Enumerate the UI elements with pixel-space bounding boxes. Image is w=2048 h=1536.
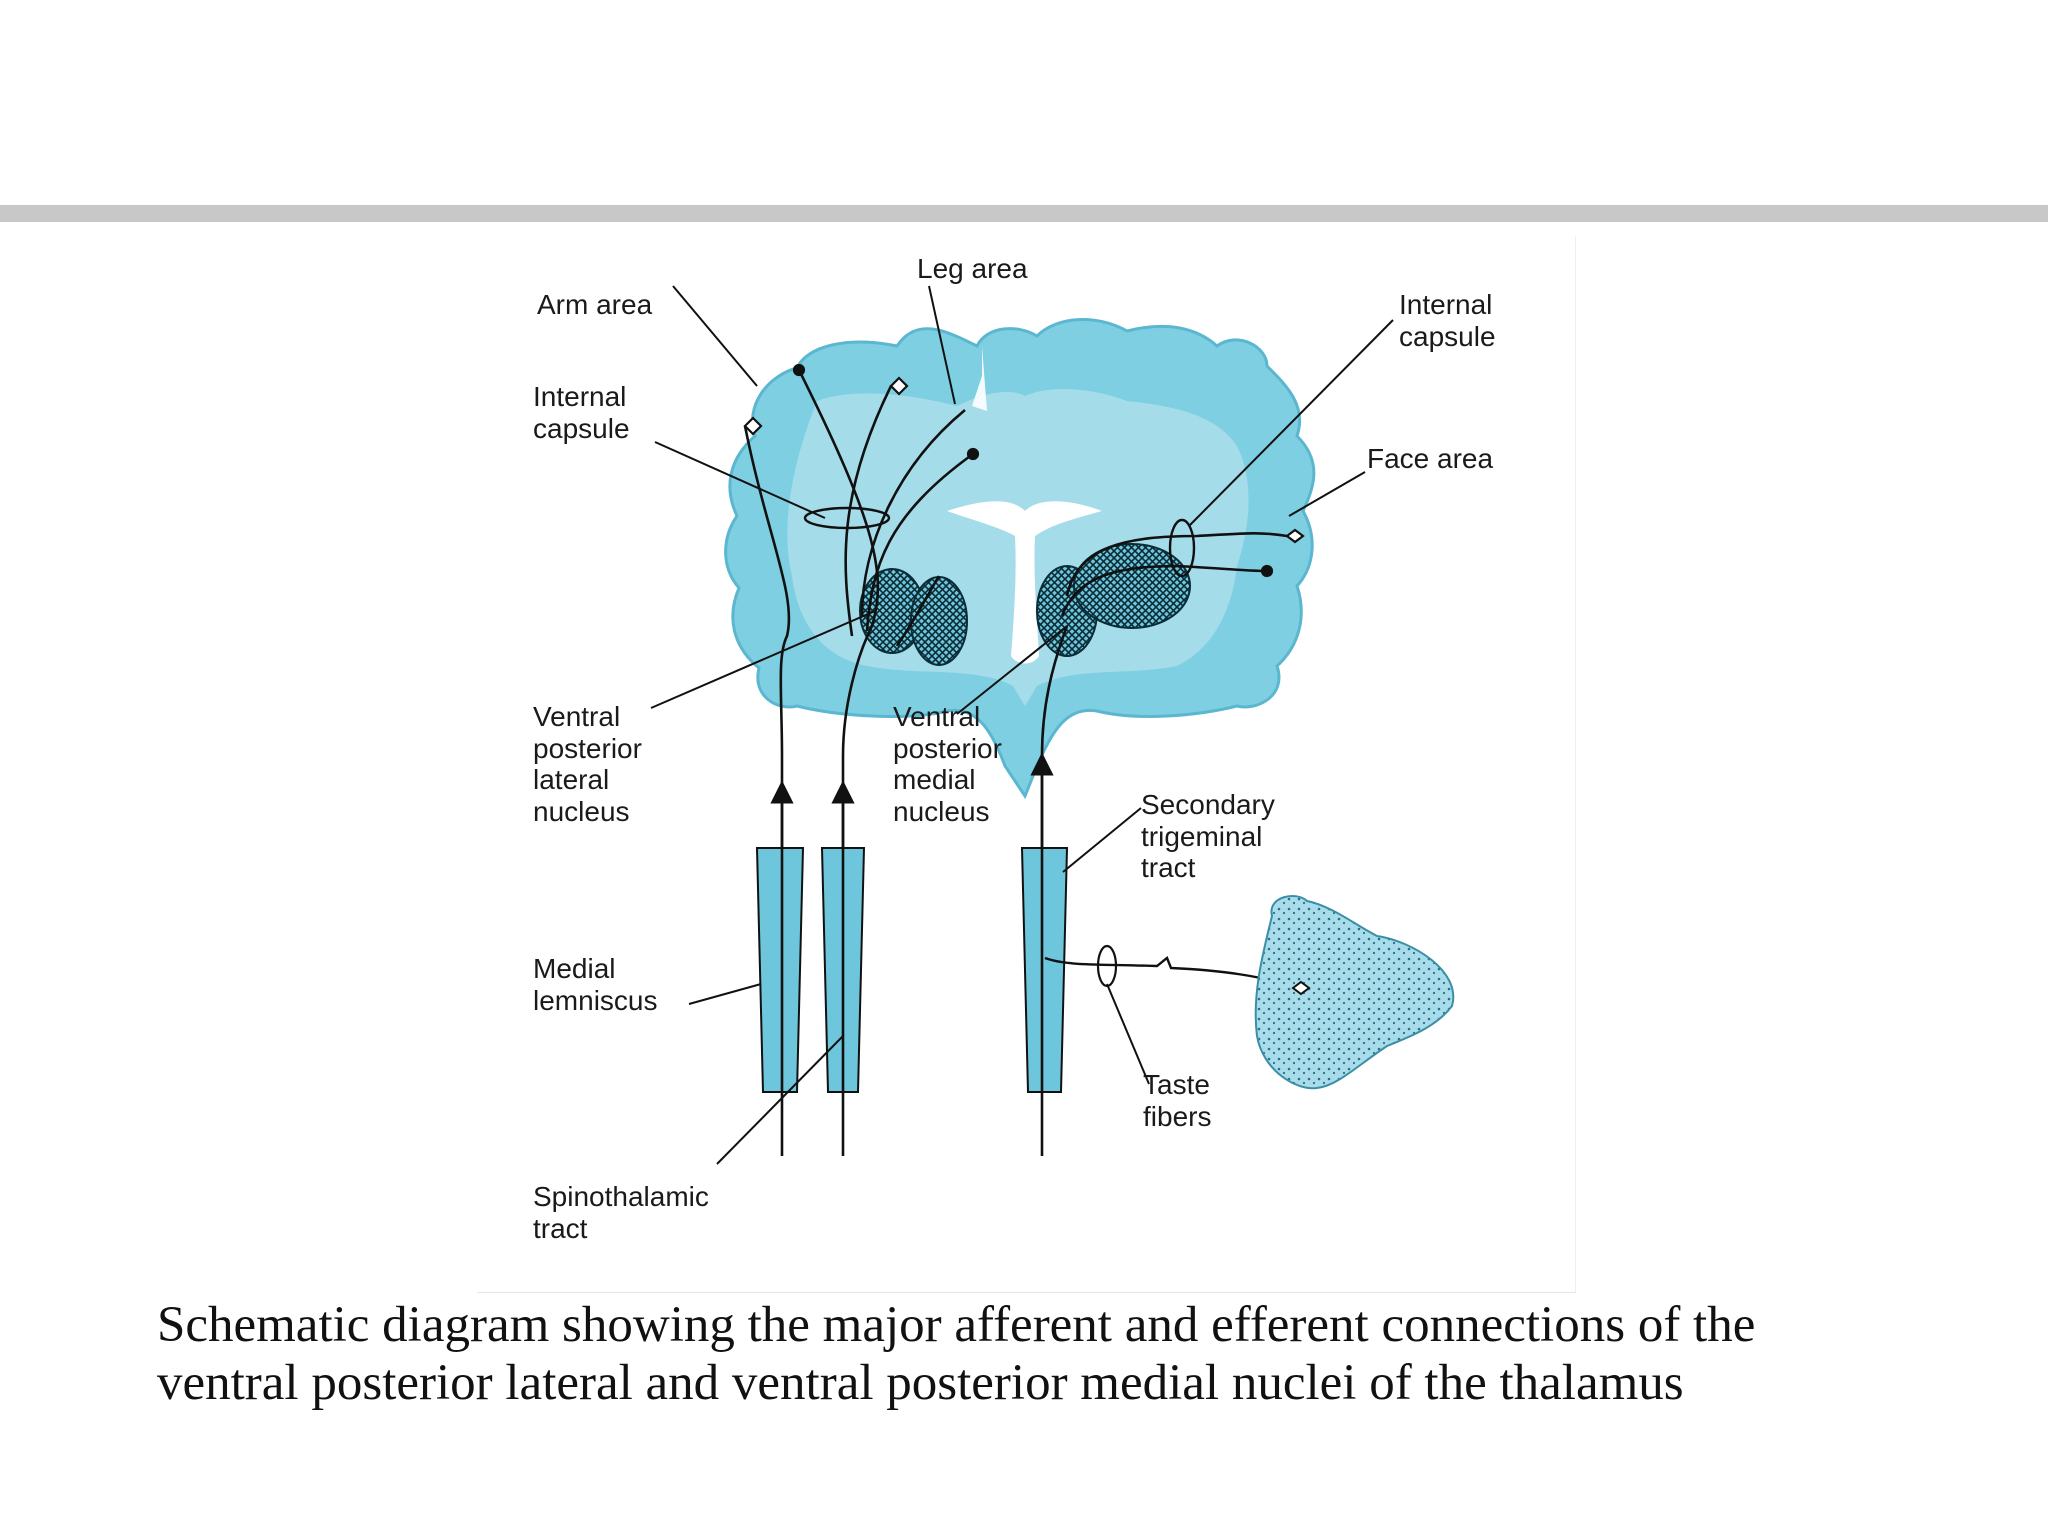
leader-medial-lemniscus xyxy=(688,983,762,1005)
internal-capsule-ring-right xyxy=(1168,518,1196,578)
fiber-to-leg-area-2 xyxy=(860,408,966,617)
fiber-to-thalamus xyxy=(895,575,941,647)
leader-internal-capsule-left xyxy=(654,441,826,519)
neuron-terminals xyxy=(743,363,1305,578)
leader-leg-area xyxy=(928,285,956,405)
label-internal-capsule-right-2: capsule xyxy=(1399,321,1496,352)
label-medial-lemniscus-1: Medial xyxy=(533,953,615,984)
sulcus-notch xyxy=(972,346,987,411)
fiber-tracts xyxy=(743,369,1288,1066)
leader-secondary-trigeminal xyxy=(1062,807,1142,873)
fiber-to-leg-area-3 xyxy=(865,452,974,632)
label-vpl-2: posterior xyxy=(533,733,642,764)
label-vpl-1: Ventral xyxy=(533,701,620,732)
tongue-terminal xyxy=(1291,980,1311,996)
label-vpm-4: nucleus xyxy=(893,796,990,827)
medial-lemniscus-fiber xyxy=(797,369,880,1066)
leader-spinothalamic xyxy=(716,1035,844,1165)
internal-capsule-ring-left xyxy=(803,506,891,530)
ascending-arrows xyxy=(770,752,1054,1156)
trigeminal-column xyxy=(1020,847,1069,1093)
label-internal-capsule-right-1: Internal xyxy=(1399,289,1492,320)
diagram-panel: Arm area Leg area Internal capsule Inter… xyxy=(477,236,1576,1293)
leader-lines xyxy=(650,285,1394,1165)
label-medial-lemniscus-2: lemniscus xyxy=(533,985,657,1016)
fiber-to-face-area-2 xyxy=(1060,564,1268,617)
label-internal-capsule-left-1: Internal xyxy=(533,381,626,412)
diagram-labels: Arm area Leg area Internal capsule Inter… xyxy=(533,253,1496,1244)
ventral-posterior-lateral-nucleus-part xyxy=(910,576,968,666)
leader-arm-area xyxy=(672,285,758,387)
label-internal-capsule-left-2: capsule xyxy=(533,413,630,444)
terminal-face-1 xyxy=(1285,528,1305,544)
thalamus-connections-diagram: Arm area Leg area Internal capsule Inter… xyxy=(533,253,1496,1244)
leader-taste-fibers xyxy=(1106,983,1150,1085)
terminal-leg-1 xyxy=(889,376,909,396)
terminal-arm-1 xyxy=(792,363,806,377)
fiber-to-face-area-1 xyxy=(1065,531,1288,597)
figure-caption: Schematic diagram showing the major affe… xyxy=(157,1297,1756,1411)
label-vpl-3: lateral xyxy=(533,764,609,795)
tract-columns xyxy=(755,847,1069,1093)
label-secondary-trigeminal-1: Secondary xyxy=(1141,789,1275,820)
terminal-leg-2 xyxy=(966,447,980,461)
label-spinothalamic-2: tract xyxy=(533,1213,588,1244)
label-vpl-4: nucleus xyxy=(533,796,630,827)
fiber-to-leg-area-1 xyxy=(844,385,893,637)
label-vpm-2: posterior xyxy=(893,733,1002,764)
taste-pathway xyxy=(1044,895,1455,1090)
internal-capsule-rings xyxy=(803,506,1196,578)
label-arm-area: Arm area xyxy=(537,289,653,320)
taste-fiber xyxy=(1044,956,1294,990)
tongue xyxy=(1254,895,1455,1090)
label-taste-fibers-1: Taste xyxy=(1143,1069,1210,1100)
label-face-area: Face area xyxy=(1367,443,1493,474)
leader-vpm xyxy=(956,625,1068,715)
leader-internal-capsule-right xyxy=(1188,319,1394,527)
leader-vpl xyxy=(650,610,876,709)
leader-face-area xyxy=(1288,471,1366,517)
label-vpm-1: Ventral xyxy=(893,701,980,732)
terminal-arm-2 xyxy=(743,416,763,436)
brain-section xyxy=(724,318,1316,800)
label-vpm-3: medial xyxy=(893,764,975,795)
label-taste-fibers-2: fibers xyxy=(1143,1101,1211,1132)
label-secondary-trigeminal-2: trigeminal xyxy=(1141,821,1262,852)
slide-header-bar xyxy=(0,205,2048,222)
lateral-ventricles xyxy=(947,501,1102,664)
spinothalamic-fiber xyxy=(743,425,791,1066)
label-leg-area: Leg area xyxy=(917,253,1028,284)
terminal-face-2 xyxy=(1260,564,1274,578)
label-spinothalamic-1: Spinothalamic xyxy=(533,1181,709,1212)
label-secondary-trigeminal-3: tract xyxy=(1141,852,1196,883)
medial-lemniscus-column-left xyxy=(755,847,805,1093)
